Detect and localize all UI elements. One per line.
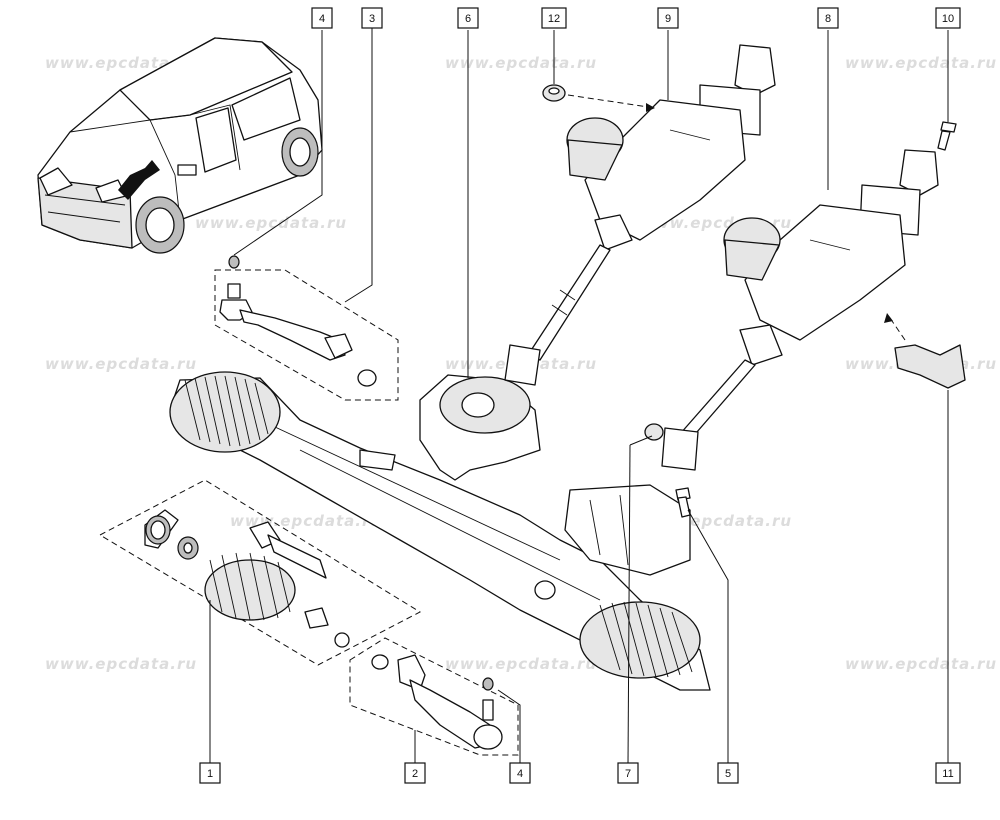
callout-label: 6 [465, 13, 471, 25]
callout-label: 8 [825, 13, 831, 25]
watermark: www.epcdata.ru [445, 54, 597, 72]
callout-2: 2 [404, 762, 426, 784]
watermark: www.epcdata.ru [845, 655, 997, 673]
callout-12: 12 [541, 7, 567, 29]
callout-4-top: 4 [311, 7, 333, 29]
tie-rod-kit-1 [98, 479, 422, 765]
lower-tie-rod-group [349, 637, 521, 765]
nut-12 [542, 30, 656, 112]
callout-9: 9 [657, 7, 679, 29]
nut-7 [627, 423, 664, 766]
callout-label: 9 [665, 13, 671, 25]
callout-label: 7 [625, 768, 631, 780]
callout-label: 5 [725, 768, 731, 780]
callout-label: 11 [942, 768, 953, 780]
callout-6: 6 [457, 7, 479, 29]
callout-3: 3 [344, 7, 383, 303]
cover-11 [884, 313, 966, 765]
callout-label: 12 [548, 13, 560, 25]
watermark: www.epcdata.ru [45, 355, 197, 373]
steering-column-9 [504, 30, 776, 386]
callout-4-bottom: 4 [509, 762, 531, 784]
callout-label: 10 [942, 13, 954, 25]
bolt-5 [675, 487, 729, 765]
upper-tie-rod-group [214, 30, 399, 401]
watermark: www.epcdata.ru [45, 655, 197, 673]
callout-7: 7 [617, 762, 639, 784]
callout-label: 1 [207, 768, 213, 780]
watermark: www.epcdata.ru [445, 655, 597, 673]
callout-1: 1 [199, 762, 221, 784]
callout-11: 11 [935, 762, 961, 784]
watermark: www.epcdata.ru [45, 54, 197, 72]
vehicle-illustration [37, 37, 323, 254]
callout-10: 10 [935, 7, 961, 29]
callout-label: 4 [517, 768, 523, 780]
steering-gear-boot [419, 30, 541, 481]
callout-label: 4 [319, 13, 325, 25]
steering-rack [169, 371, 711, 691]
callout-5: 5 [717, 762, 739, 784]
bolt-10 [937, 30, 957, 151]
steering-column-8 [661, 30, 939, 471]
callout-8: 8 [817, 7, 839, 29]
callout-label: 2 [412, 768, 418, 780]
watermark: www.epcdata.ru [195, 214, 347, 232]
watermark: www.epcdata.ru [845, 54, 997, 72]
callout-label: 3 [369, 13, 375, 25]
